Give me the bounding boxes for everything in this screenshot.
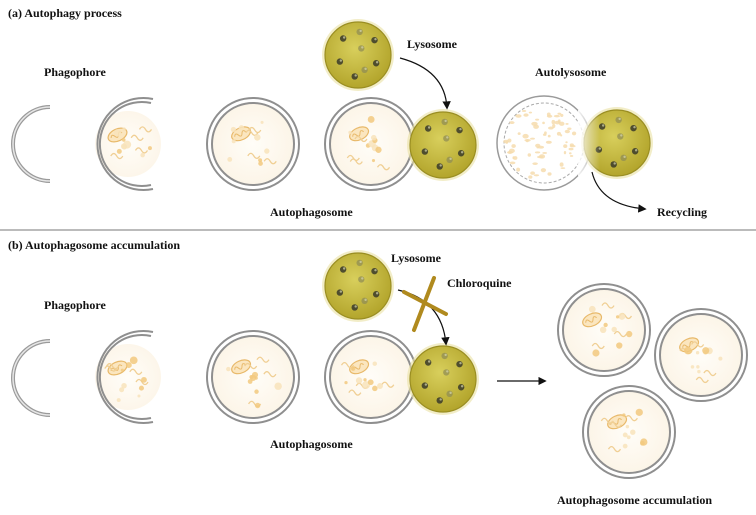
panel-a-recycling-arrow <box>591 171 647 213</box>
panel-b-autophagosome-label: Autophagosome <box>270 437 353 451</box>
protein-icon <box>348 389 362 396</box>
protein-icon <box>608 421 622 428</box>
panel-a-fusing-autophagosome <box>324 97 418 191</box>
mitochondrion-icon <box>231 126 252 142</box>
panel-b-autophagosome <box>206 330 300 424</box>
chloroquine-block-icon <box>402 276 448 332</box>
panel-b-title: (b) Autophagosome accumulation <box>8 238 180 252</box>
protein-icon <box>624 415 638 422</box>
panel-a-fusion-arrow <box>399 57 451 110</box>
panel-b-fusion-arrow <box>397 289 450 346</box>
panel-a-lysosome <box>322 19 394 91</box>
panel-b-chloroquine-label: Chloroquine <box>447 276 512 290</box>
panel-a-recycling-label: Recycling <box>657 205 707 219</box>
protein-icon <box>349 158 363 165</box>
panel-b-lysosome <box>322 250 394 322</box>
protein-icon <box>381 381 395 388</box>
protein-icon <box>591 342 605 350</box>
panel-a-autolysosome <box>496 95 653 191</box>
protein-icon <box>263 158 277 165</box>
panel-a-lysosome-label: Lysosome <box>407 37 458 51</box>
protein-icon <box>129 368 143 375</box>
protein-icon <box>263 371 277 378</box>
panel-b-phagophore-label: Phagophore <box>44 298 106 312</box>
protein-icon <box>607 445 622 453</box>
panel-b-lysosome-label: Lysosome <box>391 251 442 265</box>
mitochondrion-icon <box>231 359 252 375</box>
protein-icon <box>134 147 149 154</box>
panel-a-phagophore-label: Phagophore <box>44 65 106 79</box>
panel-a-phagophore <box>11 105 51 183</box>
accumulated-autophagosome-3 <box>582 385 676 479</box>
protein-icon <box>105 363 120 370</box>
protein-icon <box>138 126 153 133</box>
mitochondrion-icon <box>582 312 603 328</box>
protein-icon <box>376 164 391 171</box>
panel-a: (a) Autophagy process Phagophore Lysosom… <box>8 6 707 219</box>
panel-b-phagophore <box>11 339 51 417</box>
protein-icon <box>695 376 709 384</box>
protein-icon <box>346 154 360 162</box>
protein-icon <box>130 134 144 141</box>
protein-icon <box>104 365 118 372</box>
panel-a-autophagosome <box>206 97 300 191</box>
panel-b-accumulation-label: Autophagosome accumulation <box>557 493 712 507</box>
accumulated-autophagosome-2 <box>654 308 748 402</box>
protein-icon <box>354 135 368 143</box>
panel-b-forming-autophagosome <box>95 330 161 424</box>
protein-icon <box>613 330 627 338</box>
protein-icon <box>691 341 705 348</box>
protein-icon <box>256 356 270 363</box>
panel-a-autophagosome-label: Autophagosome <box>270 205 353 219</box>
protein-icon <box>703 369 717 377</box>
panel-b-blocked-autophagosome <box>324 330 418 424</box>
protein-icon <box>244 362 258 370</box>
panel-a-title: (a) Autophagy process <box>8 6 122 20</box>
protein-icon <box>110 152 124 160</box>
panel-b: (b) Autophagosome accumulation Phagophor… <box>8 238 748 507</box>
panel-a-fusing-lysosome <box>407 109 479 181</box>
protein-icon <box>248 126 262 134</box>
accumulated-autophagosome-1 <box>557 283 651 377</box>
protein-icon <box>247 152 261 160</box>
protein-icon <box>135 378 149 386</box>
protein-icon <box>601 302 615 309</box>
panel-a-autolysosome-label: Autolysosome <box>535 65 607 79</box>
panel-b-blocked-lysosome <box>407 343 479 415</box>
panel-a-forming-autophagosome <box>95 97 161 191</box>
